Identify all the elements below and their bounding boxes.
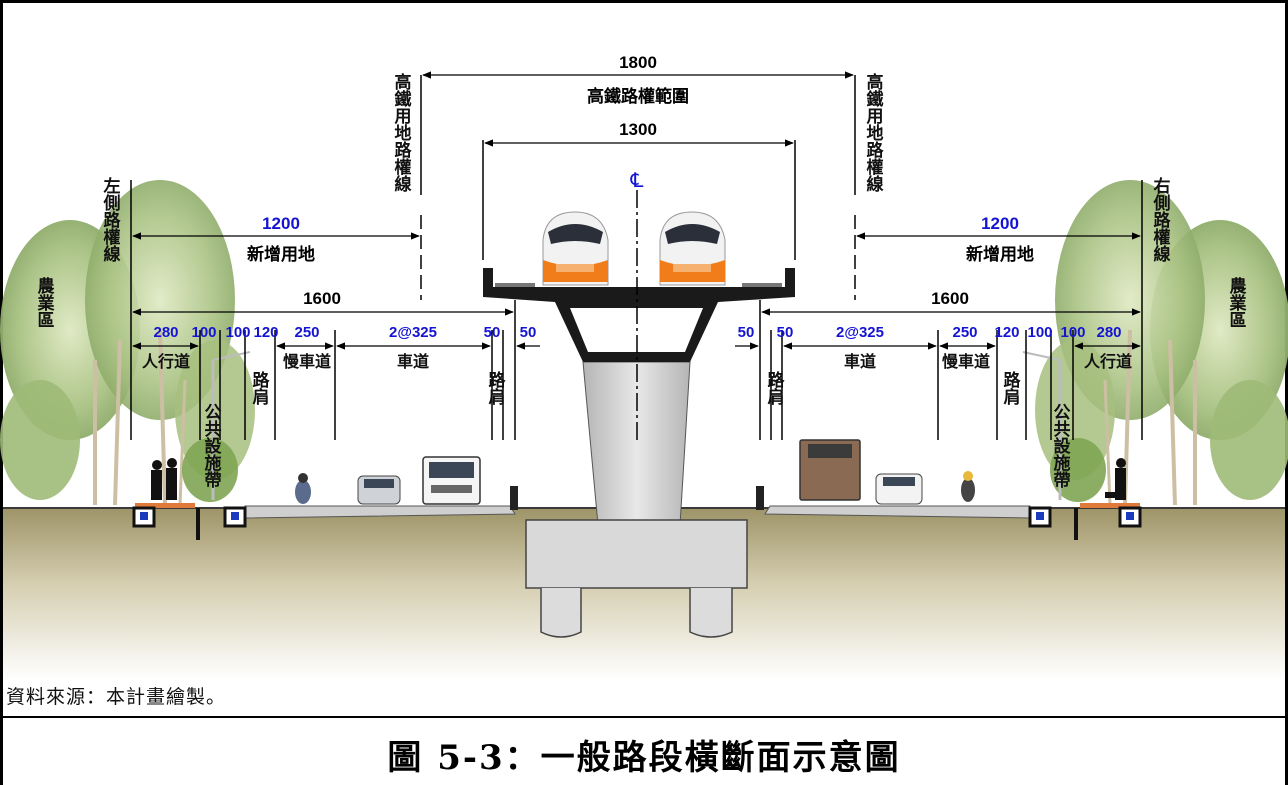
left-seg-2: 100 [225,324,250,341]
streetlights [211,351,1062,500]
right-seg-0: 50 [738,324,755,341]
frame-right-border [1285,0,1288,785]
caption-row: 圖 5-3：一般路段橫斷面示意圖 [0,716,1288,785]
new-land-right-width: 1200 [981,214,1019,233]
shoulder-right-outer-label: 路肩 [1004,370,1022,407]
right-segment-widths: 50 50 2@325 250 120 100 100 280 [738,324,1122,341]
segment-names: 人行道 慢車道 車道 車道 慢車道 人行道 [142,352,1132,371]
left-seg-1: 100 [191,324,216,341]
lane-left-label: 車道 [397,352,429,371]
new-land-left-label: 新增用地 [247,244,315,264]
slow-lane-left-label: 慢車道 [283,352,331,371]
slow-lane-right-label: 慢車道 [942,352,990,371]
dimension-arrows [132,71,1141,350]
lane-right-label: 車道 [844,352,876,371]
frame-top-border [0,0,1288,3]
left-seg-5: 2@325 [389,324,437,341]
reference-lines [130,75,1143,440]
road-left-width: 1600 [303,289,341,308]
right-seg-6: 100 [1060,324,1085,341]
viaduct-substructure [525,361,748,638]
source-note: 資料來源：本計畫繪製。 [6,686,227,708]
train-right [659,211,726,286]
right-seg-5: 100 [1027,324,1052,341]
right-seg-3: 250 [952,324,977,341]
right-seg-2: 2@325 [836,324,884,341]
left-seg-4: 250 [294,324,319,341]
utility-strip-right-label: 公共設施帶 [1054,403,1072,490]
viaduct-deck [483,268,795,362]
right-barrier [756,486,764,510]
right-trees [1035,180,1288,506]
left-barrier [510,486,518,510]
agri-right-label: 農業區 [1230,276,1247,330]
right-seg-1: 50 [777,324,794,341]
shoulder-left-outer-label: 路肩 [253,370,271,407]
drains [132,506,1142,540]
shoulder-left-inner-label: 路肩 [489,370,507,407]
viaduct-width: 1300 [619,120,657,139]
centerline-symbol: ℄ [630,170,644,192]
new-land-left-width: 1200 [262,214,300,233]
left-row-line-label: 左側路權線 [103,176,122,264]
agri-left-label: 農業區 [38,276,55,330]
utility-strip-left-label: 公共設施帶 [205,403,223,490]
right-seg-4: 120 [994,324,1019,341]
hsr-row-width: 1800 [619,53,657,72]
sidewalk-right-label: 人行道 [1084,352,1132,371]
hsr-row-label: 高鐵路權範圍 [587,86,689,106]
hsr-line-left-label: 高鐵用地路權線 [395,72,413,194]
pedestrians [151,458,1126,500]
new-land-right-label: 新增用地 [966,244,1034,264]
shoulder-right-inner-label: 路肩 [768,370,786,407]
hsr-line-right-label: 高鐵用地路權線 [867,72,885,194]
left-seg-7: 50 [520,324,537,341]
left-trees [0,180,255,506]
right-seg-7: 280 [1096,324,1121,341]
left-segment-widths: 280 100 100 120 250 2@325 50 50 [153,324,536,341]
road-right-width: 1600 [931,289,969,308]
frame-left-border [0,0,3,785]
train-left [542,211,609,286]
right-row-line-label: 右側路權線 [1153,176,1172,264]
sidewalk-left-label: 人行道 [142,352,190,371]
left-seg-6: 50 [484,324,501,341]
left-seg-0: 280 [153,324,178,341]
right-sidewalk-surface [1080,503,1140,508]
cross-section-diagram: 1800 高鐵路權範圍 1300 ℄ 1200 新增用地 1200 新增用地 1… [0,53,1288,680]
figure-caption: 圖 5-3：一般路段橫斷面示意圖 [387,738,901,778]
left-sidewalk-surface [135,503,195,508]
vehicles [295,439,975,505]
left-seg-3: 120 [253,324,278,341]
